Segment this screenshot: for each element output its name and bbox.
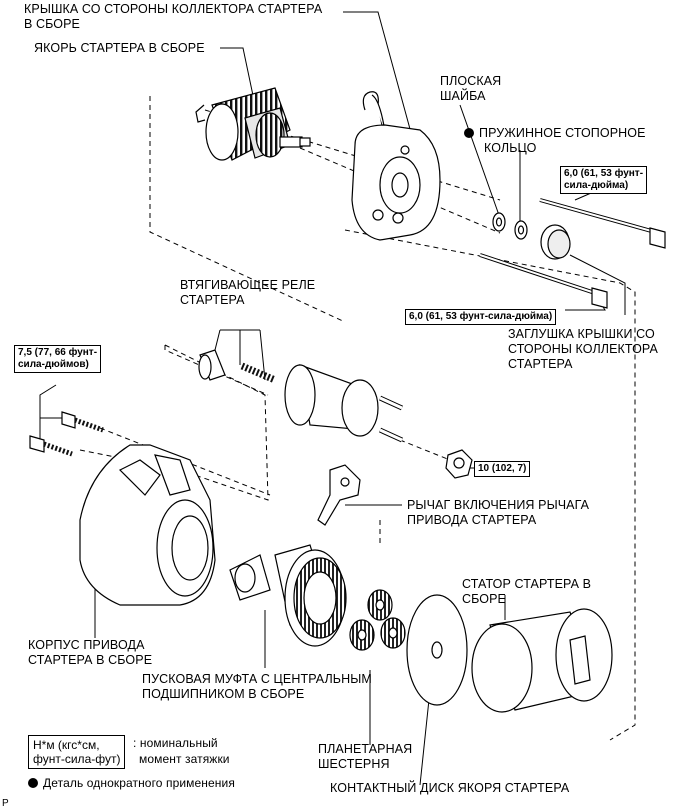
label-armature-plate: КОНТАКТНЫЙ ДИСК ЯКОРЯ СТАРТЕРА (330, 781, 570, 795)
housing-bolts-drawing (29, 411, 104, 457)
drive-housing-drawing (79, 444, 216, 606)
label-spring-ring: ПРУЖИННОЕ СТОПОРНОЕ КОЛЬЦО (464, 126, 646, 156)
corner-mark: P (2, 798, 9, 809)
clutch-drawing (229, 544, 347, 647)
non-reusable-icon (28, 778, 38, 788)
armature-drawing (195, 87, 311, 161)
stator-drawing (471, 608, 613, 713)
torque-terminal-nut: 10 (102, 7) (474, 461, 531, 477)
torque-housing-bolts: 7,5 (77, 66 фунт-сила-дюймов) (14, 345, 102, 373)
planetary-gears-drawing (349, 589, 406, 651)
armature-plate-drawing (406, 594, 468, 706)
drive-lever-drawing (317, 464, 361, 526)
end-cover-drawing (351, 91, 441, 241)
legend-non-reusable: Деталь однократного применения (28, 776, 235, 791)
small-parts-drawing (479, 198, 666, 309)
torque-through-bolt-lower: 6,0 (61, 53 фунт-сила-дюйма) (405, 309, 557, 325)
solenoid-drawing (198, 349, 404, 443)
terminal-nut-drawing (445, 449, 473, 479)
torque-through-bolt-upper: 6,0 (61, 53 фунт-сила-дюйма) (560, 166, 648, 194)
legend-unit-box: Н*м (кгс*см,фунт-сила-фут) (28, 735, 126, 769)
label-armature: ЯКОРЬ СТАРТЕРА В СБОРЕ (34, 41, 205, 55)
non-reusable-icon (464, 128, 474, 138)
